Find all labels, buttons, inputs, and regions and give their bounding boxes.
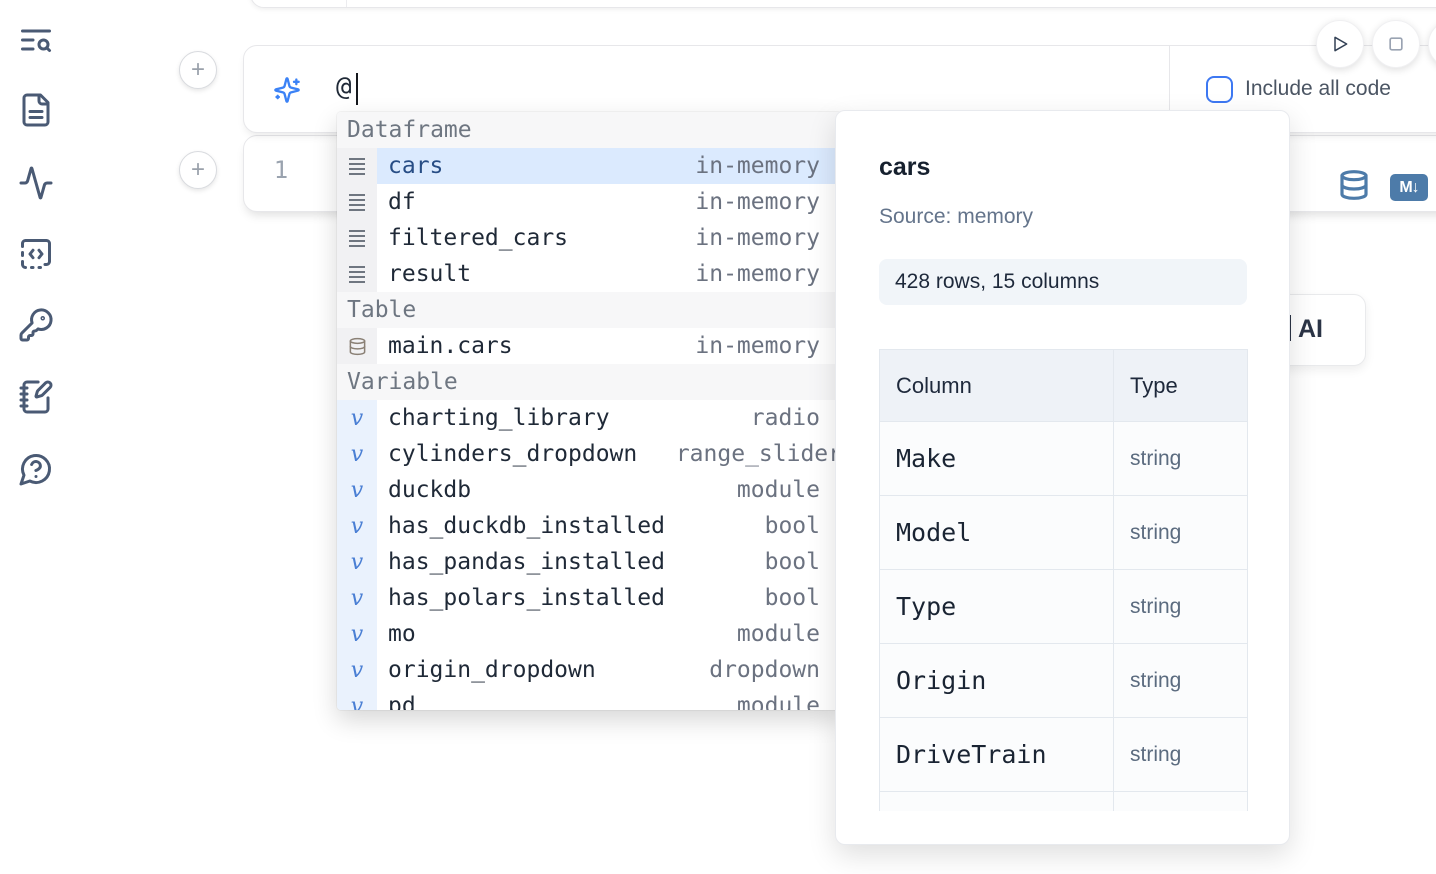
text-cursor xyxy=(356,73,358,105)
section-header-table: Table xyxy=(337,292,842,328)
rows-icon xyxy=(337,220,377,256)
play-icon xyxy=(1334,36,1348,52)
variable-icon: v xyxy=(337,544,377,580)
variable-icon: v xyxy=(337,472,377,508)
preview-source: Source: memory xyxy=(879,205,1034,228)
table-row: Model string xyxy=(879,495,1248,570)
stop-button[interactable] xyxy=(1372,20,1420,68)
section-header-dataframe: Dataframe xyxy=(337,112,842,148)
table-row: Origin string xyxy=(879,643,1248,718)
variable-icon: v xyxy=(337,508,377,544)
file-text-icon[interactable] xyxy=(18,92,54,128)
rows-icon xyxy=(337,184,377,220)
line-number: 1 xyxy=(273,156,289,184)
plus-icon: + xyxy=(190,156,205,183)
sparkles-icon xyxy=(273,76,301,104)
notebook-pen-icon[interactable] xyxy=(18,379,54,415)
section-header-variable: Variable xyxy=(337,364,842,400)
table-row: Make string xyxy=(879,421,1248,496)
schema-table: Column Type Make string Model string Typ… xyxy=(879,349,1248,811)
variable-icon: v xyxy=(337,436,377,472)
variable-icon: v xyxy=(337,400,377,436)
table-row: DriveTrain string xyxy=(879,717,1248,792)
rows-icon xyxy=(337,148,377,184)
plus-icon: + xyxy=(190,56,205,83)
database-icon[interactable] xyxy=(1338,169,1370,201)
database-icon xyxy=(337,328,377,364)
divider xyxy=(1169,46,1170,132)
table-row-partial xyxy=(879,791,1248,811)
add-cell-below-button[interactable]: + xyxy=(179,151,217,189)
markdown-icon[interactable]: M↓ xyxy=(1390,174,1428,201)
ai-button-label: AI xyxy=(1298,315,1323,343)
key-icon[interactable] xyxy=(18,307,54,343)
preview-title: cars xyxy=(879,153,931,181)
table-row: Type string xyxy=(879,569,1248,644)
variable-icon: v xyxy=(337,688,377,710)
gutter-divider xyxy=(346,0,347,7)
type-header: Type xyxy=(1113,349,1248,422)
add-cell-above-button[interactable]: + xyxy=(179,51,217,89)
column-header: Column xyxy=(879,349,1114,422)
stop-icon xyxy=(1389,37,1403,51)
ai-prompt-input[interactable]: @ xyxy=(336,72,352,102)
include-all-code-label: Include all code xyxy=(1245,77,1391,100)
activity-icon[interactable] xyxy=(18,165,54,201)
text-search-icon[interactable] xyxy=(18,22,54,58)
rows-icon xyxy=(337,256,377,292)
previous-cell xyxy=(250,0,1436,8)
variable-icon: v xyxy=(337,616,377,652)
dataframe-preview-panel: cars Source: memory 428 rows, 15 columns… xyxy=(835,110,1290,845)
code-square-icon[interactable] xyxy=(18,236,54,272)
variable-icon: v xyxy=(337,580,377,616)
help-chat-icon[interactable] xyxy=(18,451,54,487)
include-all-code-checkbox[interactable] xyxy=(1206,76,1233,103)
sidebar xyxy=(0,0,72,874)
run-cell-button[interactable] xyxy=(1316,20,1364,68)
variable-icon: v xyxy=(337,652,377,688)
row-column-count-badge: 428 rows, 15 columns xyxy=(879,259,1247,305)
